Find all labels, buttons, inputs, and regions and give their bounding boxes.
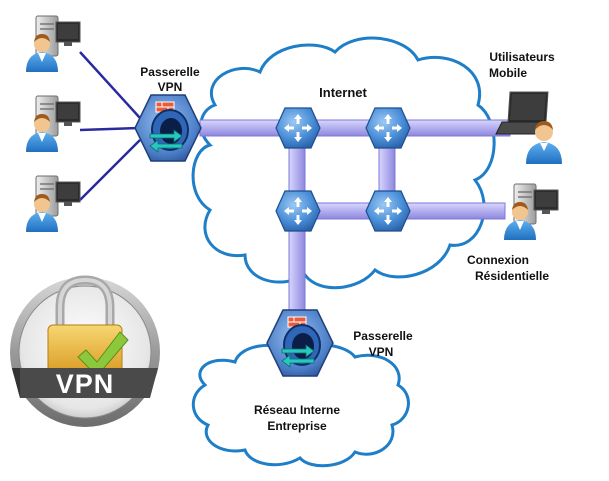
gateway-top-label-line2: VPN: [158, 80, 183, 94]
gateway-bottom-label-line2: VPN: [369, 345, 394, 359]
residential-workstation-icon: [503, 183, 559, 241]
vpn-banner: [12, 368, 158, 398]
router-icon: [275, 107, 321, 149]
workstation-links: [79, 51, 141, 201]
lan-label-line1: Réseau Interne: [254, 403, 340, 417]
mobile-users-label-line1: Utilisateurs: [489, 50, 555, 64]
router-icon: [365, 190, 411, 232]
laptop-user-icon: [495, 91, 562, 164]
gateway-top-label-line1: Passerelle: [140, 65, 200, 79]
mobile-users-label-line2: Mobile: [489, 66, 527, 80]
internet-cloud: [191, 36, 496, 290]
router-icon: [365, 107, 411, 149]
vpn-badge: VPN: [10, 275, 160, 427]
router-icon: [275, 190, 321, 232]
badge-label: VPN: [56, 369, 115, 399]
internet-label: Internet: [319, 85, 367, 100]
user-workstation-icon: [25, 175, 81, 233]
vpn-gateway-top-icon: [134, 94, 202, 162]
lan-label-line2: Entreprise: [267, 419, 327, 433]
checkmark-icon: [77, 331, 129, 377]
gateway-bottom-label-line1: Passerelle: [353, 329, 413, 343]
user-workstation-icon: [25, 15, 81, 73]
user-workstation-icon: [25, 95, 81, 153]
residential-label-line1: Connexion: [467, 253, 529, 267]
residential-label-line2: Résidentielle: [475, 269, 549, 283]
